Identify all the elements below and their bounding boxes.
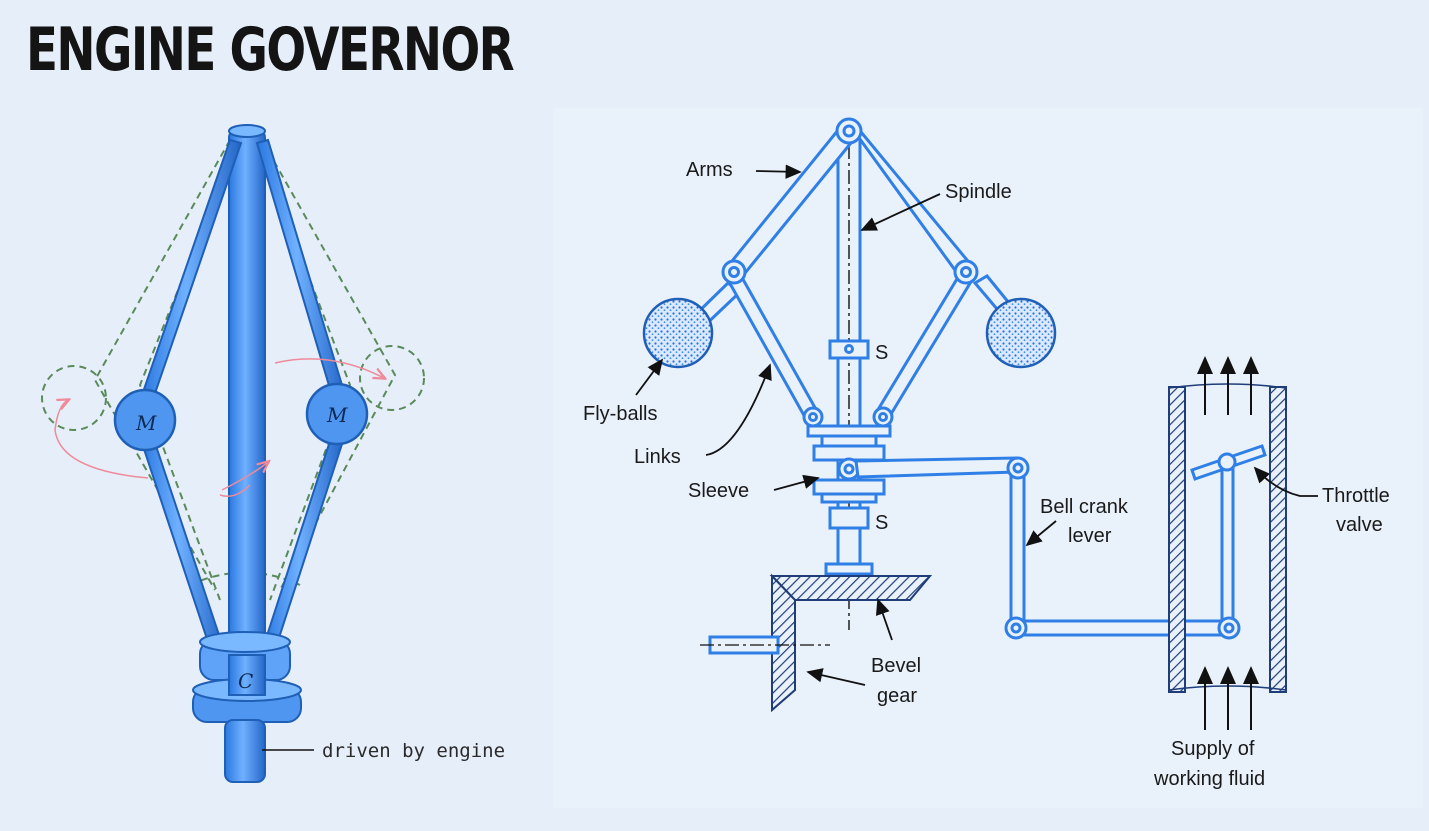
collar [192,631,302,783]
label-fly-balls: Fly-balls [583,403,657,425]
svg-text:M: M [326,403,348,427]
label-sleeve: Sleeve [688,480,749,502]
label-supply-1: Supply of [1171,738,1255,760]
mass-left: M [113,388,177,452]
page-title: ENGINE GOVERNOR [26,15,515,85]
stop-upper [828,339,870,360]
label-spindle: Spindle [945,181,1012,203]
left-governor: C M M driven by engine [41,124,505,783]
label-throttle-2: valve [1336,514,1383,536]
svg-text:M: M [135,411,157,435]
bevel-gear [700,573,933,713]
label-gear: gear [877,685,917,707]
label-stop-upper: S [875,342,888,364]
label-links: Links [634,446,681,468]
label-arms: Arms [686,159,733,181]
label-supply-2: working fluid [1153,768,1265,790]
sleeve [806,424,892,504]
label-stop-lower: S [875,512,888,534]
label-bell-crank-1: Bell crank [1040,496,1129,518]
label-throttle-1: Throttle [1322,485,1390,507]
label-bevel: Bevel [871,655,921,677]
mass-right: M [305,382,369,446]
fly-ball-left [642,297,714,369]
label-bell-crank-2: lever [1068,525,1112,547]
label-leaders [635,164,1318,686]
stop-lower [828,506,870,530]
vertical-shaft [228,127,266,689]
rotation-arrows [54,358,384,497]
collar-label: C [238,669,253,693]
fly-ball-right [985,297,1057,369]
throttle-pipe [1168,356,1287,730]
caption-driven-by-engine: driven by engine [322,740,505,762]
